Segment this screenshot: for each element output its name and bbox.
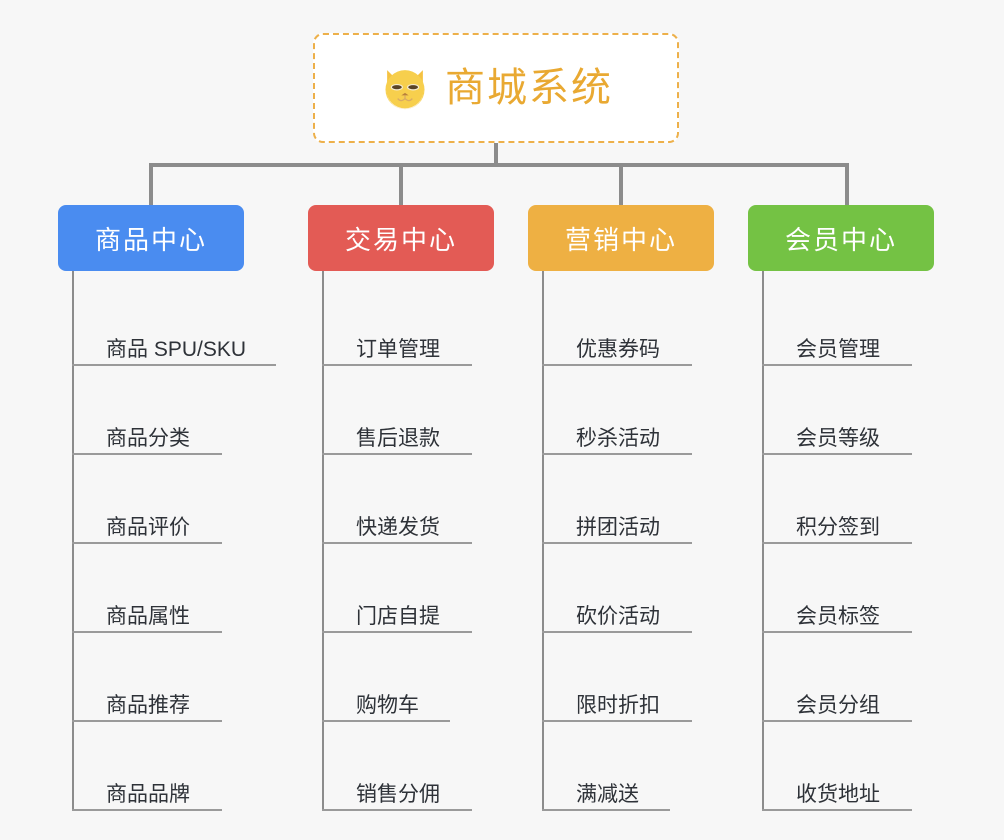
child-label: 购物车 — [356, 693, 419, 717]
child-underline — [542, 542, 692, 544]
child-underline — [762, 631, 912, 633]
child-list-1: 商品 SPU/SKU 商品分类 商品评价 商品属性 商品推荐 商品品牌 — [72, 271, 276, 811]
child-label: 优惠券码 — [576, 337, 660, 361]
root-node-title: 商城系统 — [445, 66, 613, 110]
child-label: 会员分组 — [796, 693, 880, 717]
list-item[interactable]: 销售分佣 — [322, 722, 494, 811]
root-node-card[interactable]: 商城系统 — [313, 33, 679, 143]
list-item[interactable]: 商品 SPU/SKU — [72, 277, 276, 366]
child-underline — [322, 720, 450, 722]
list-item[interactable]: 商品品牌 — [72, 722, 244, 811]
list-item[interactable]: 砍价活动 — [542, 544, 714, 633]
list-item[interactable]: 会员分组 — [762, 633, 934, 722]
branch-column-3: 营销中心 优惠券码 秒杀活动 拼团活动 砍价活动 限时折扣 — [528, 205, 714, 811]
child-underline — [762, 453, 912, 455]
child-label: 商品评价 — [106, 515, 190, 539]
list-item[interactable]: 订单管理 — [322, 277, 494, 366]
child-underline — [322, 542, 472, 544]
child-label: 快递发货 — [356, 515, 440, 539]
child-underline — [762, 364, 912, 366]
list-item[interactable]: 秒杀活动 — [542, 366, 714, 455]
child-label: 订单管理 — [356, 337, 440, 361]
category-label-1: 商品中心 — [94, 224, 207, 255]
child-label: 商品推荐 — [106, 693, 190, 717]
list-item[interactable]: 满减送 — [542, 722, 714, 811]
child-underline — [72, 809, 222, 811]
connector-drop-3 — [619, 163, 623, 205]
child-underline — [542, 453, 692, 455]
child-underline — [72, 364, 276, 366]
list-item[interactable]: 快递发货 — [322, 455, 494, 544]
category-node-1[interactable]: 商品中心 — [58, 205, 244, 271]
child-underline — [72, 720, 222, 722]
child-label: 门店自提 — [356, 604, 440, 628]
child-label: 拼团活动 — [576, 515, 660, 539]
child-label: 秒杀活动 — [576, 426, 660, 450]
list-item[interactable]: 拼团活动 — [542, 455, 714, 544]
list-item[interactable]: 收货地址 — [762, 722, 934, 811]
child-label: 积分签到 — [796, 515, 880, 539]
list-item[interactable]: 商品推荐 — [72, 633, 244, 722]
child-underline — [72, 542, 222, 544]
child-underline — [72, 631, 222, 633]
child-label: 商品品牌 — [106, 782, 190, 806]
list-item[interactable]: 售后退款 — [322, 366, 494, 455]
connector-drop-4 — [845, 163, 849, 205]
child-label: 商品分类 — [106, 426, 190, 450]
connector-drop-1 — [149, 163, 153, 205]
child-list-4: 会员管理 会员等级 积分签到 会员标签 会员分组 收货地址 — [762, 271, 934, 811]
child-underline — [322, 809, 472, 811]
child-label: 会员管理 — [796, 337, 880, 361]
category-label-3: 营销中心 — [564, 224, 677, 255]
child-underline — [542, 631, 692, 633]
shiba-dog-icon — [379, 62, 431, 114]
category-node-3[interactable]: 营销中心 — [528, 205, 714, 271]
list-item[interactable]: 门店自提 — [322, 544, 494, 633]
child-underline — [322, 364, 472, 366]
child-label: 限时折扣 — [576, 693, 660, 717]
child-list-3: 优惠券码 秒杀活动 拼团活动 砍价活动 限时折扣 满减送 — [542, 271, 714, 811]
list-item[interactable]: 商品分类 — [72, 366, 244, 455]
list-item[interactable]: 商品评价 — [72, 455, 244, 544]
child-label: 砍价活动 — [576, 604, 660, 628]
child-underline — [542, 364, 692, 366]
child-label: 满减送 — [576, 782, 639, 806]
list-item[interactable]: 优惠券码 — [542, 277, 714, 366]
child-underline — [762, 720, 912, 722]
category-label-2: 交易中心 — [344, 224, 457, 255]
child-underline — [72, 453, 222, 455]
child-label: 销售分佣 — [356, 782, 440, 806]
list-item[interactable]: 购物车 — [322, 633, 494, 722]
child-label: 商品属性 — [106, 604, 190, 628]
list-item[interactable]: 会员等级 — [762, 366, 934, 455]
child-underline — [762, 542, 912, 544]
child-list-2: 订单管理 售后退款 快递发货 门店自提 购物车 销售分佣 — [322, 271, 494, 811]
branch-column-1: 商品中心 商品 SPU/SKU 商品分类 商品评价 商品属性 商品推荐 — [58, 205, 276, 811]
branch-column-2: 交易中心 订单管理 售后退款 快递发货 门店自提 购物车 — [308, 205, 494, 811]
list-item[interactable]: 会员管理 — [762, 277, 934, 366]
branch-column-4: 会员中心 会员管理 会员等级 积分签到 会员标签 会员分组 — [748, 205, 934, 811]
child-label: 会员标签 — [796, 604, 880, 628]
list-item[interactable]: 会员标签 — [762, 544, 934, 633]
list-item[interactable]: 商品属性 — [72, 544, 244, 633]
child-label: 商品 SPU/SKU — [106, 337, 247, 361]
list-item[interactable]: 限时折扣 — [542, 633, 714, 722]
child-underline — [322, 453, 472, 455]
list-item[interactable]: 积分签到 — [762, 455, 934, 544]
child-label: 会员等级 — [796, 426, 880, 450]
connector-horizontal-bus — [149, 163, 849, 167]
category-node-4[interactable]: 会员中心 — [748, 205, 934, 271]
child-label: 收货地址 — [796, 782, 880, 806]
child-label: 售后退款 — [356, 426, 440, 450]
connector-drop-2 — [399, 163, 403, 205]
child-underline — [322, 631, 472, 633]
category-label-4: 会员中心 — [784, 224, 897, 255]
category-node-2[interactable]: 交易中心 — [308, 205, 494, 271]
connector-root-vertical — [494, 143, 498, 165]
child-underline — [762, 809, 912, 811]
child-underline — [542, 809, 670, 811]
child-underline — [542, 720, 692, 722]
